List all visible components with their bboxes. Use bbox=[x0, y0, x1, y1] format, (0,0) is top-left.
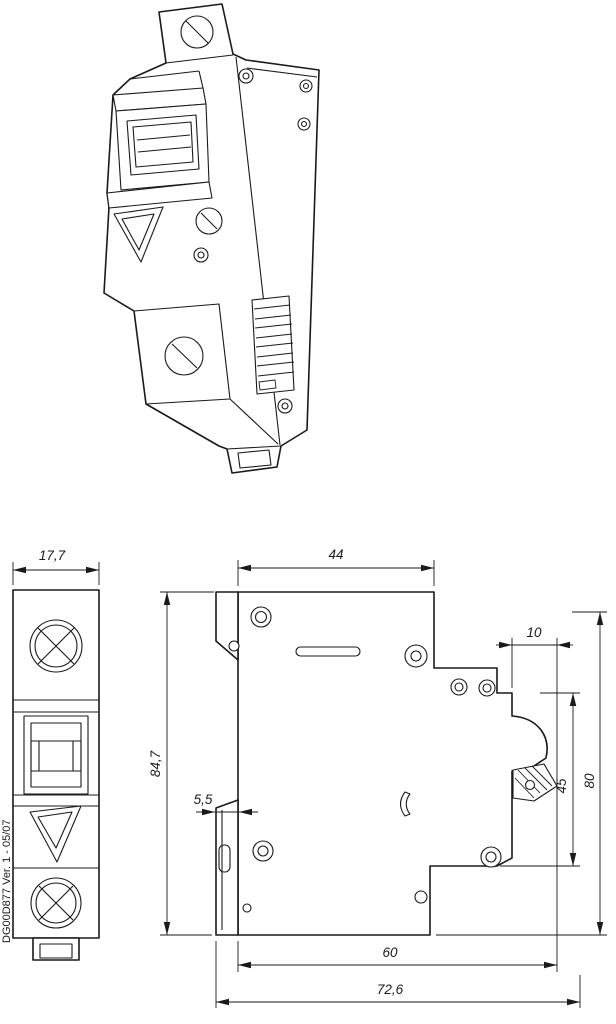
side-rivet-bottom-right bbox=[414, 846, 502, 904]
front-toggle-switch bbox=[23, 715, 89, 795]
dim-body-depth: 60 bbox=[237, 941, 557, 972]
side-vent-slot bbox=[295, 646, 361, 657]
iso-side-screw bbox=[193, 207, 223, 263]
iso-v-marking bbox=[113, 206, 164, 263]
iso-edge-lines bbox=[129, 54, 318, 450]
side-din-latch bbox=[512, 763, 558, 802]
dim-label-top-width: 44 bbox=[328, 547, 343, 562]
dim-label-overall-depth: 72,6 bbox=[377, 982, 404, 997]
front-v-marking bbox=[29, 805, 82, 863]
dim-flange-offset: 5,5 bbox=[194, 792, 258, 816]
dim-right-height: 80 bbox=[436, 611, 607, 936]
isometric-view bbox=[103, 3, 320, 474]
side-rivet-top-left bbox=[228, 606, 272, 652]
side-rivets-shoulder bbox=[450, 678, 496, 697]
side-flange-slot bbox=[218, 844, 231, 873]
iso-label-sticker bbox=[251, 295, 295, 395]
dim-label-right-height: 80 bbox=[582, 773, 597, 789]
dim-label-overall-height: 84,7 bbox=[148, 750, 163, 777]
dim-label-nose-depth: 10 bbox=[526, 625, 542, 640]
dim-label-body-depth: 60 bbox=[382, 945, 398, 960]
front-din-tab bbox=[32, 937, 80, 961]
front-section-lines bbox=[13, 699, 99, 869]
side-screw-mid bbox=[404, 644, 428, 668]
dim-top-width: 44 bbox=[237, 547, 435, 586]
iso-rivets-bottom bbox=[277, 398, 293, 414]
drawing-code-label: DG00D877 Ver. 1 - 05/07 bbox=[1, 819, 13, 943]
iso-top-terminal-screw bbox=[180, 15, 214, 49]
dim-label-flange-offset: 5,5 bbox=[194, 792, 213, 807]
iso-rivets-top bbox=[238, 68, 313, 131]
front-top-screw bbox=[29, 619, 83, 673]
dim-recess-height: 45 bbox=[500, 692, 580, 867]
side-view bbox=[215, 591, 558, 936]
dim-front-width: 17,7 bbox=[12, 548, 100, 585]
dim-label-recess-height: 45 bbox=[554, 778, 569, 794]
side-curved-slot bbox=[399, 791, 411, 817]
front-view: 17,7 DG00D877 Ver. 1 - 05/07 bbox=[1, 548, 100, 961]
iso-toggle-switch bbox=[106, 87, 213, 209]
iso-din-clip-tab bbox=[237, 449, 272, 469]
front-bottom-screw bbox=[30, 877, 82, 929]
side-body-outline bbox=[237, 591, 548, 936]
dim-label-front-width: 17,7 bbox=[39, 548, 66, 563]
dim-nose-depth: 10 bbox=[496, 625, 573, 972]
iso-lower-terminal bbox=[133, 303, 231, 405]
dim-overall-depth: 72,6 bbox=[215, 941, 581, 1008]
dim-overall-height: 84,7 bbox=[148, 591, 214, 936]
side-rivet-bottom-left bbox=[242, 840, 274, 913]
dimensions: 44 10 84,7 5,5 45 bbox=[148, 547, 607, 1008]
